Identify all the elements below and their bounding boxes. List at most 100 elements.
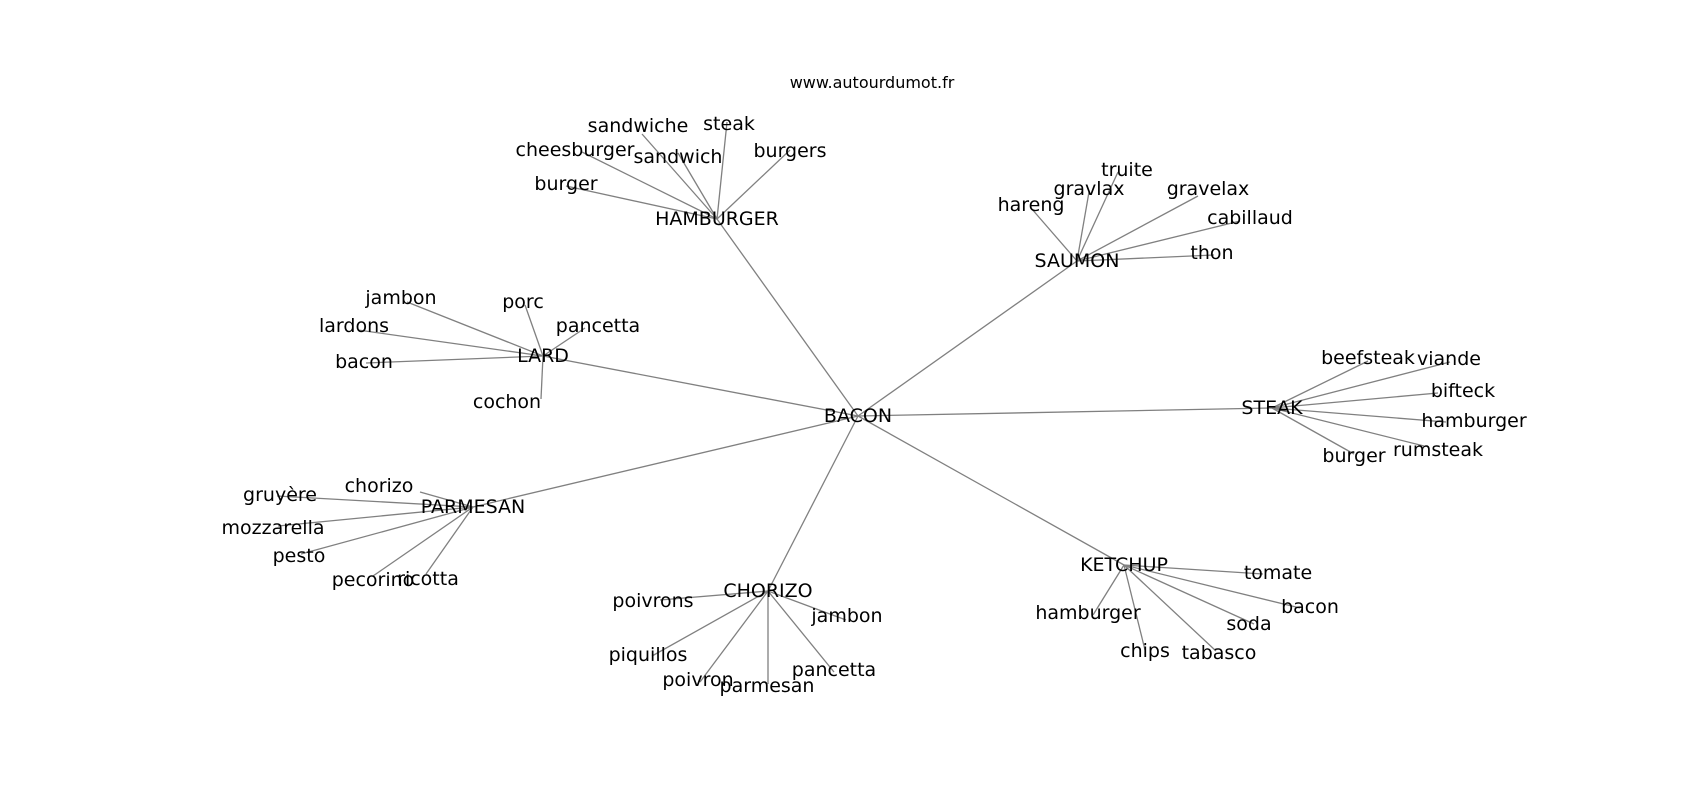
leaf-node-label: cabillaud	[1207, 207, 1293, 229]
edge-center-to-hub	[716, 218, 859, 417]
leaf-node-label: mozzarella	[221, 517, 324, 539]
hub-node-label: KETCHUP	[1080, 554, 1168, 576]
hub-node-label: HAMBURGER	[655, 208, 779, 230]
edge-hub-to-leaf	[1092, 564, 1125, 616]
leaf-node-label: tabasco	[1182, 642, 1257, 664]
leaf-node-label: steak	[703, 113, 755, 135]
edge-center-to-hub	[767, 415, 859, 592]
edge-center-to-hub	[857, 260, 1078, 417]
edge-hub-to-leaf	[716, 149, 791, 220]
watermark-text: www.autourdumot.fr	[790, 73, 955, 92]
leaf-node-label: beefsteak	[1321, 347, 1415, 369]
leaf-node-label: poivrons	[612, 590, 693, 612]
leaf-node-label: piquillos	[609, 644, 688, 666]
edge-hub-to-leaf	[1123, 564, 1301, 609]
leaf-node-label: ricotta	[397, 568, 459, 590]
edge-hub-to-leaf	[1030, 207, 1078, 262]
leaf-node-label: gruyère	[243, 484, 317, 506]
edge-hub-to-leaf	[542, 327, 586, 357]
edge-hub-to-leaf	[1123, 564, 1255, 625]
hub-node-label: CHORIZO	[723, 580, 812, 602]
leaf-node-label: hamburger	[1421, 410, 1527, 432]
edge-hub-to-leaf	[419, 491, 474, 508]
center-node-label: BACON	[824, 405, 892, 427]
edges-layer	[276, 121, 1451, 684]
hub-node-label: LARD	[517, 345, 569, 367]
leaf-node-label: rumsteak	[1393, 439, 1483, 461]
edge-hub-to-leaf	[1271, 360, 1369, 409]
leaf-node-label: pecorino	[332, 569, 415, 591]
edge-hub-to-leaf	[1271, 392, 1439, 409]
edge-hub-to-leaf	[1123, 564, 1264, 575]
leaf-node-label: cheesburger	[516, 139, 635, 161]
edge-hub-to-leaf	[372, 506, 474, 577]
edge-hub-to-leaf	[1271, 407, 1447, 423]
edge-hub-to-leaf	[1076, 191, 1090, 262]
edge-hub-to-leaf	[677, 152, 718, 220]
edge-hub-to-leaf	[524, 304, 544, 357]
leaf-node-label: bacon	[335, 351, 393, 373]
edge-center-to-hub	[472, 415, 859, 508]
edge-hub-to-leaf	[716, 121, 728, 220]
leaf-node-label: pancetta	[792, 659, 876, 681]
leaf-node-label: lardons	[319, 315, 389, 337]
edge-hub-to-leaf	[1076, 220, 1241, 262]
edge-center-to-hub	[542, 355, 859, 417]
edge-hub-to-leaf	[565, 185, 718, 220]
edge-hub-to-leaf	[641, 133, 718, 220]
leaf-node-label: bacon	[1281, 596, 1339, 618]
leaf-node-label: jambon	[364, 287, 436, 309]
edge-hub-to-leaf	[357, 329, 544, 357]
edge-hub-to-leaf	[300, 506, 474, 555]
leaf-node-label: chorizo	[345, 475, 414, 497]
edge-hub-to-leaf	[651, 590, 769, 657]
leaf-node-label: viande	[1417, 348, 1481, 370]
leaf-node-label: porc	[502, 291, 544, 313]
edge-center-to-hub	[857, 407, 1273, 417]
edge-hub-to-leaf	[425, 506, 474, 575]
edge-hub-to-leaf	[406, 301, 544, 357]
edge-hub-to-leaf	[767, 590, 835, 673]
edge-hub-to-leaf	[276, 495, 474, 508]
edge-hub-to-leaf	[1271, 407, 1425, 447]
edge-hub-to-leaf	[767, 590, 847, 621]
leaf-node-label: burger	[1322, 445, 1385, 467]
edge-hub-to-leaf	[277, 506, 474, 527]
edge-hub-to-leaf	[1076, 171, 1119, 262]
hub-node-label: PARMESAN	[421, 496, 525, 518]
leaf-node-label: sandwiche	[588, 115, 689, 137]
leaf-node-label: burger	[534, 173, 597, 195]
leaf-node-label: soda	[1226, 613, 1271, 635]
leaf-node-label: chips	[1120, 640, 1170, 662]
hub-node-label: SAUMON	[1035, 250, 1120, 272]
edge-hub-to-leaf	[581, 151, 718, 220]
edge-hub-to-leaf	[365, 355, 544, 364]
leaf-node-label: tomate	[1244, 562, 1312, 584]
leaf-node-label: gravlax	[1054, 178, 1125, 200]
leaf-node-label: burgers	[753, 140, 826, 162]
edge-hub-to-leaf	[1271, 361, 1451, 409]
edge-hub-to-leaf	[659, 590, 769, 601]
edge-hub-to-leaf	[1123, 564, 1217, 652]
leaf-node-label: thon	[1190, 242, 1233, 264]
leaf-node-label: hareng	[998, 194, 1065, 216]
leaf-node-label: pesto	[273, 545, 326, 567]
edge-center-to-hub	[857, 415, 1125, 566]
leaf-node-label: hamburger	[1035, 602, 1141, 624]
edge-hub-to-leaf	[1123, 564, 1146, 651]
leaf-node-label: parmesan	[720, 675, 815, 697]
leaf-node-label: bifteck	[1431, 380, 1495, 402]
leaf-node-label: pancetta	[556, 315, 640, 337]
leaf-node-label: truite	[1101, 159, 1153, 181]
leaf-node-label: gravelax	[1167, 178, 1250, 200]
edge-hub-to-leaf	[1076, 195, 1199, 262]
edge-hub-to-leaf	[1271, 407, 1355, 455]
leaf-node-label: poivron	[662, 669, 733, 691]
leaf-node-label: sandwich	[634, 146, 723, 168]
leaf-node-label: jambon	[810, 605, 882, 627]
edge-hub-to-leaf	[540, 355, 544, 400]
edge-hub-to-leaf	[699, 590, 769, 683]
edge-hub-to-leaf	[1076, 254, 1215, 262]
leaf-node-label: cochon	[473, 391, 541, 413]
